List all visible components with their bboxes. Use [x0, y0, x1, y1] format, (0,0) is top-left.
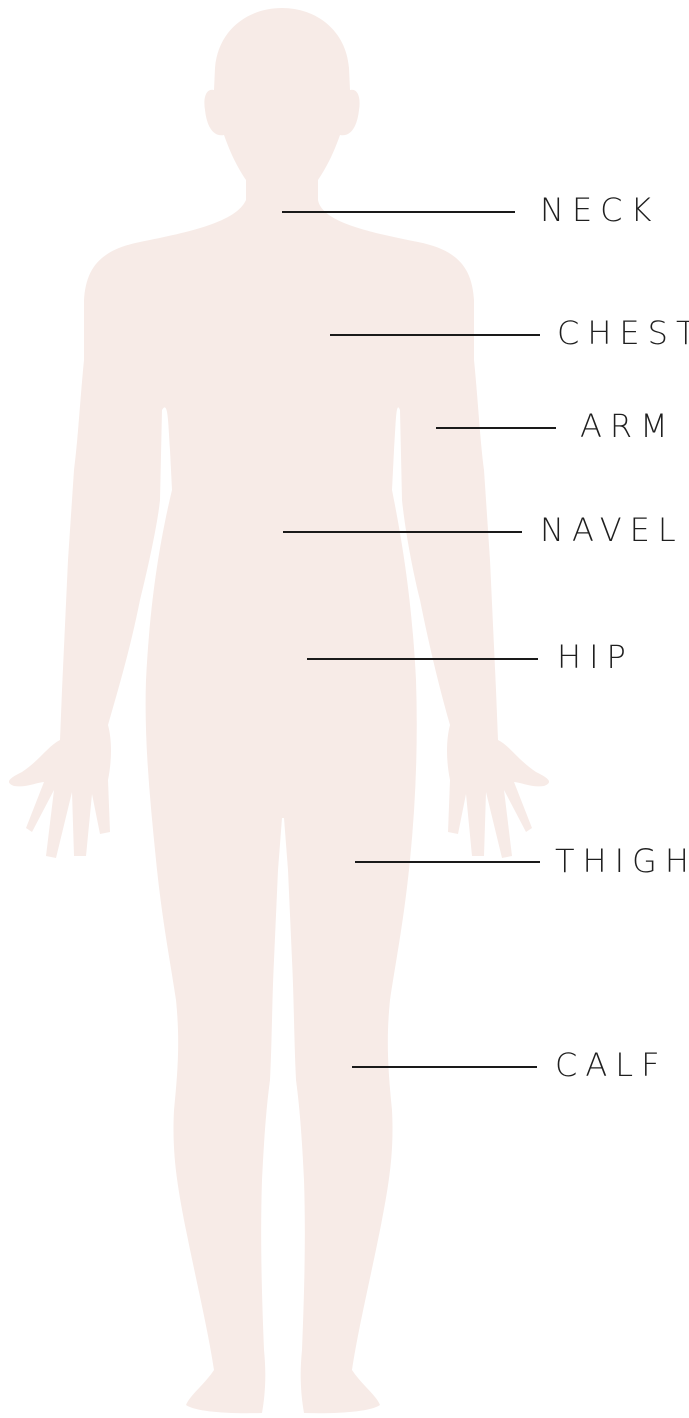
- arm-label: ARM: [580, 410, 676, 442]
- silhouette-body: [9, 200, 549, 1413]
- calf-label: CALF: [555, 1049, 667, 1081]
- navel-label: NAVEL: [540, 514, 684, 546]
- silhouette-head: [204, 8, 359, 205]
- neck-label: NECK: [540, 194, 659, 226]
- chest-label: CHEST: [557, 317, 689, 349]
- human-silhouette: [9, 8, 549, 1413]
- thigh-label: THIGH: [555, 845, 689, 877]
- hip-label: HIP: [557, 641, 634, 673]
